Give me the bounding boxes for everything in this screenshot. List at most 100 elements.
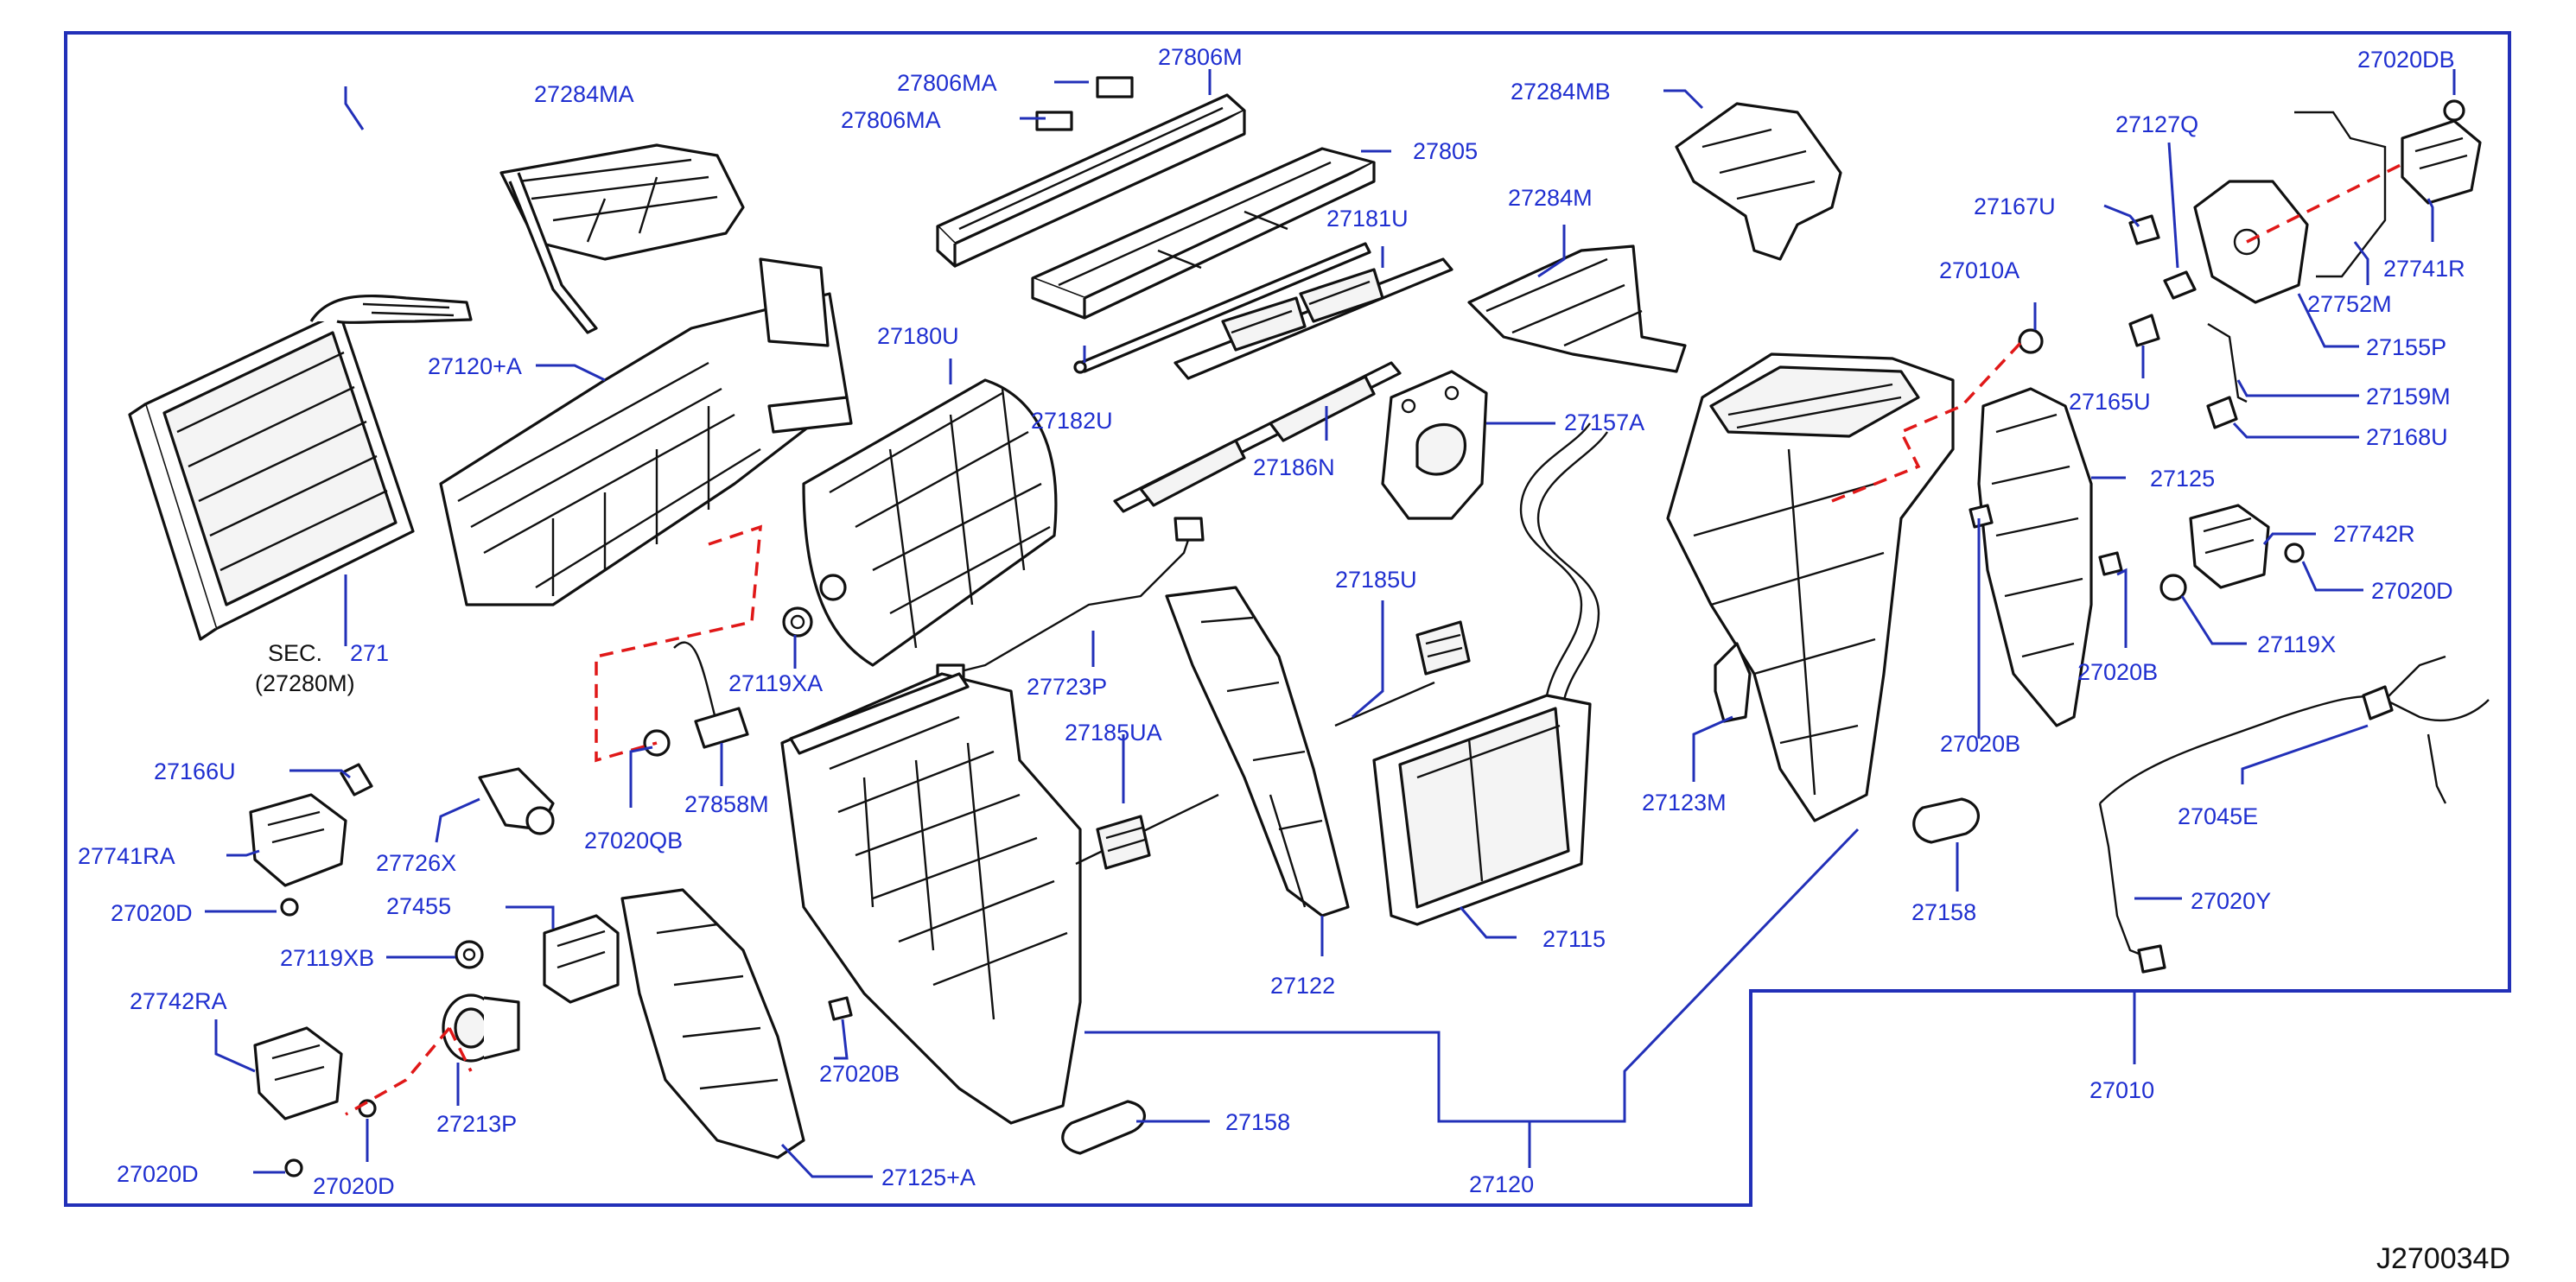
label-27213P: 27213P [436,1111,517,1137]
seal-27158-right-part [1912,797,1980,844]
label-27186N: 27186N [1253,454,1335,480]
filter-27805-part [1031,147,1376,320]
upper-case-27120-part [1666,352,1955,822]
clip-27806MA-part [1035,76,1134,131]
grommet-27010A-part [2018,328,2044,354]
motor-27213P-part [442,993,520,1063]
duct-27284M-part [1467,244,1687,373]
sec-part-label: (27280M) [255,670,355,696]
clip-27020B-right-parts [1969,504,2123,576]
gear-27119X-part [2159,574,2187,601]
label-27185U: 27185U [1335,567,1417,593]
label-27185UA: 27185UA [1065,720,1162,746]
label-27284MB: 27284MB [1511,79,1611,105]
hose-27858M-part [673,641,749,749]
sensor-27726X-part [478,767,555,835]
label-27127Q: 27127Q [2115,111,2198,137]
duct-27284MA-part [499,143,745,334]
label-27020B-mid: 27020B [1940,731,2020,757]
duct-27122-part [1165,586,1350,917]
duct-27284MB-part [1675,102,1842,261]
label-27158-low: 27158 [1225,1109,1290,1135]
shaft-27182U-part [1073,242,1371,374]
label-27123M: 27123M [1642,790,1727,816]
label-27020D-right: 27020D [2371,578,2453,604]
label-27119XA: 27119XA [728,670,823,696]
label-27119X: 27119X [2257,631,2336,657]
gear-27119XB-part [455,940,484,969]
label-27181U: 27181U [1326,206,1409,232]
label-27741RA: 27741RA [78,843,175,869]
label-27284MA: 27284MA [534,81,634,107]
door-27186N-part [1113,361,1402,513]
lower-case-27120A-part [439,257,853,606]
label-27806MA-top: 27806MA [897,70,997,96]
label-27125: 27125 [2150,466,2215,492]
lever-27155P-part [2193,180,2309,304]
duct-27125-part [1977,387,2093,727]
label-27159M: 27159M [2366,384,2451,409]
label-27165U: 27165U [2069,389,2151,415]
label-27806MA-low: 27806MA [841,107,941,133]
label-27742RA: 27742RA [130,988,227,1014]
actuator-27742RA-part [253,1026,343,1120]
label-27020D-left1: 27020D [111,900,193,926]
filter-27806M-part [936,93,1246,268]
harness-27045E-part [2099,655,2490,804]
diagram-code: J270034D [2376,1242,2510,1275]
actuator-27741R-part [2401,119,2482,205]
bracket-27752M-part [2294,111,2387,278]
sec-label: SEC. [268,640,322,666]
gear-27119XA-part [782,606,813,638]
label-27806M: 27806M [1158,44,1243,70]
label-27455: 27455 [386,893,451,919]
label-27020QB: 27020QB [584,828,683,854]
label-27120A: 27120+A [428,353,522,379]
label-27020B-low: 27020B [819,1061,900,1087]
clip-27127Q-part [2163,270,2197,300]
label-27020Y: 27020Y [2191,888,2271,914]
label-27741R: 27741R [2383,256,2465,282]
alignment-lines [345,162,2403,1116]
blower-housing-part [802,378,1058,667]
label-27020B-right: 27020B [2077,659,2158,685]
label-27010A: 27010A [1939,257,2019,283]
actuator-27741RA-part [249,793,347,887]
resistor-27455-part [543,914,620,1004]
label-27020D-left2: 27020D [117,1161,199,1187]
leader-lines [205,69,2456,1178]
clip-27168U-part [2206,396,2238,429]
label-27168U: 27168U [2366,424,2448,450]
screw-27020DB-part [2443,99,2465,122]
label-27157A: 27157A [1564,409,1644,435]
label-27182U: 27182U [1031,408,1113,434]
label-27180U: 27180U [877,323,959,349]
part-labels: 27284MA 27806MA 27806MA 27806M 27805 272… [78,44,2465,1199]
label-27155P: 27155P [2366,334,2446,360]
label-27805: 27805 [1413,138,1478,164]
sec-number: 271 [350,640,389,666]
label-27726X: 27726X [376,850,456,876]
link-27159M-part [2207,322,2248,403]
label-27045E: 27045E [2178,803,2258,829]
label-27120: 27120 [1469,1171,1534,1197]
label-27858M: 27858M [684,791,769,817]
seal-27157A-part [1381,370,1488,520]
label-27723P: 27723P [1027,674,1107,700]
label-27122: 27122 [1270,973,1335,999]
actuator-27742R-part [2189,504,2270,589]
label-27158-right: 27158 [1911,899,1976,925]
screw-27020D-right-part [2284,543,2305,563]
label-27010: 27010 [2089,1077,2154,1103]
clip-27165U-part [2128,314,2160,347]
label-27125A: 27125+A [881,1165,976,1190]
label-27752M: 27752M [2307,291,2392,317]
label-27020D-left3: 27020D [313,1173,395,1199]
harness-27020Y-part [2098,803,2166,974]
door-27181U-part [1174,257,1453,380]
label-27167U: 27167U [1974,194,2056,219]
label-27742R: 27742R [2333,521,2415,547]
label-27020DB: 27020DB [2357,47,2455,73]
duct-27125A-part [620,888,805,1159]
